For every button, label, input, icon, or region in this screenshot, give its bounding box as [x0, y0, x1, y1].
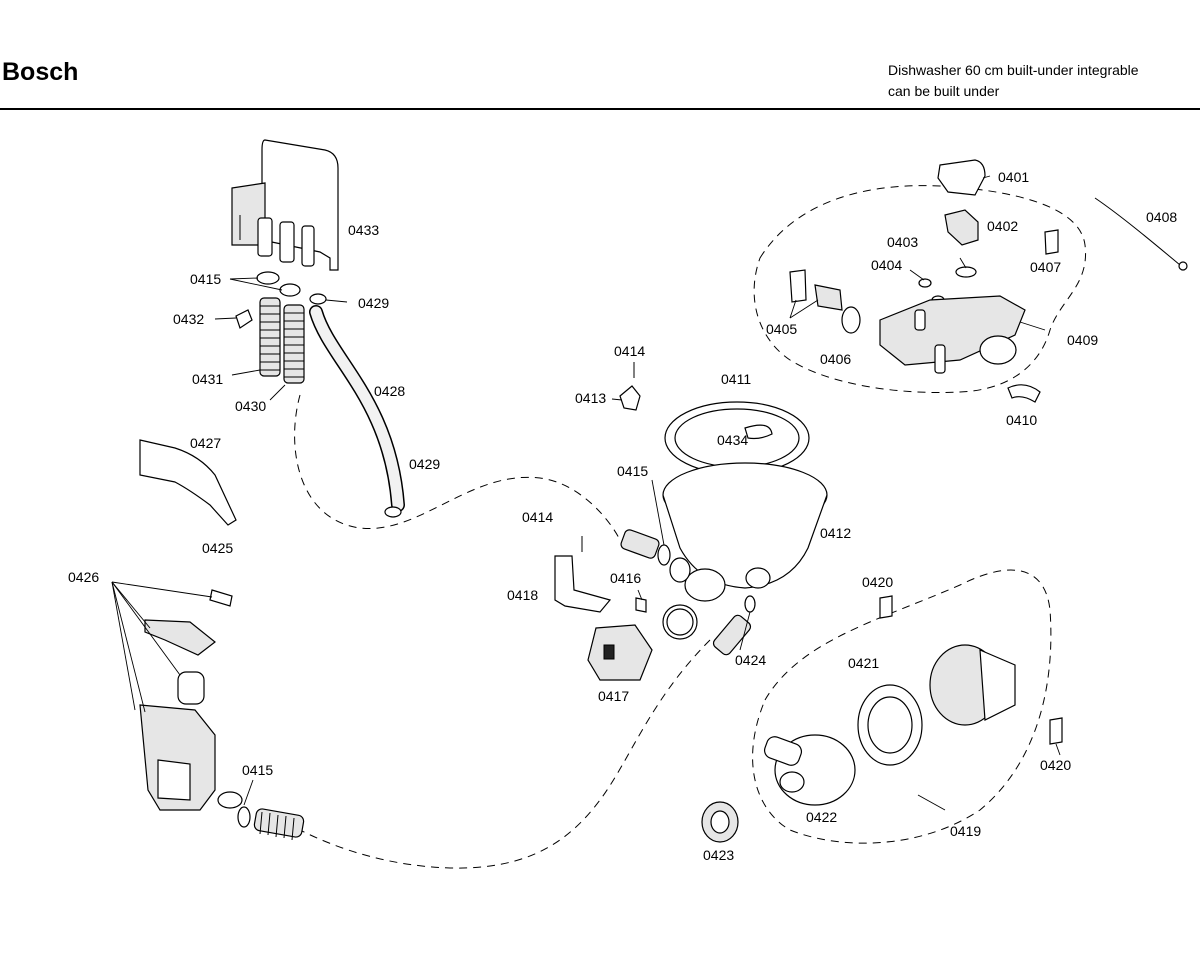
- label-0421: 0421: [848, 655, 879, 671]
- label-0402: 0402: [987, 218, 1018, 234]
- label-0416: 0416: [610, 570, 641, 586]
- subtitle-line-2: can be built under: [888, 83, 1000, 99]
- label-0414-b: 0414: [522, 509, 553, 525]
- label-0413: 0413: [575, 390, 606, 406]
- part-labels: 0401 0402 0403 0404 0405 0406 0407 0408 …: [68, 169, 1177, 863]
- part-0424-seal: [744, 595, 756, 613]
- part-hose-segment: [253, 808, 305, 841]
- part-0431-hose: [259, 297, 281, 377]
- part-0423-seal: [701, 801, 739, 843]
- label-0429-b: 0429: [409, 456, 440, 472]
- label-0420-b: 0420: [1040, 757, 1071, 773]
- label-0411: 0411: [721, 371, 751, 387]
- label-0404: 0404: [871, 257, 902, 273]
- part-0417-heater-pump: [587, 624, 653, 681]
- part-0424-hose: [712, 614, 752, 656]
- part-0413-bracket: [619, 385, 641, 411]
- label-0403: 0403: [887, 234, 918, 250]
- label-0401: 0401: [998, 169, 1029, 185]
- label-0409: 0409: [1067, 332, 1098, 348]
- label-0428: 0428: [374, 383, 405, 399]
- assembly-outline-0409: [753, 185, 1087, 393]
- brand-title: Bosch: [2, 58, 79, 86]
- part-0410-clamp: [1007, 384, 1041, 403]
- part-0415-hose-connector: [620, 529, 660, 559]
- part-0415-seal-d: [657, 544, 671, 566]
- part-0407-clip: [1044, 229, 1059, 255]
- part-0433-distributor: [231, 139, 339, 271]
- part-0430-hose: [283, 304, 305, 384]
- part-0402-sensor: [944, 209, 979, 246]
- label-0405: 0405: [766, 321, 797, 337]
- part-0415-seal-a: [256, 271, 280, 285]
- part-0415-seal-b: [279, 283, 301, 297]
- label-0419: 0419: [950, 823, 981, 839]
- label-0420-a: 0420: [862, 574, 893, 590]
- part-0429-clamp-b: [384, 506, 402, 518]
- part-0401-cap: [937, 159, 986, 196]
- label-0407: 0407: [1030, 259, 1061, 275]
- label-0426: 0426: [68, 569, 99, 585]
- part-0426-valve-block: [139, 704, 243, 811]
- label-0429-a: 0429: [358, 295, 389, 311]
- part-0432-clip: [235, 309, 253, 329]
- part-0426-bracket: [144, 619, 216, 656]
- leader-lines: [111, 175, 1061, 811]
- label-0423: 0423: [703, 847, 734, 863]
- label-0431: 0431: [192, 371, 223, 387]
- hose-route-main: [294, 394, 621, 541]
- diagram-subtitle: Dishwasher 60 cm built-under integrable …: [888, 60, 1139, 102]
- part-0404-seal-a: [918, 278, 932, 288]
- label-0418: 0418: [507, 587, 538, 603]
- part-0426-plug: [177, 671, 205, 705]
- part-0418-holder: [554, 555, 612, 613]
- label-0427: 0427: [190, 435, 221, 451]
- assembly-outline-0419: [752, 569, 1052, 844]
- part-0411-filter-ring: [664, 401, 810, 475]
- header-divider: [0, 108, 1200, 110]
- part-0429-clamp-a: [309, 293, 327, 305]
- label-0432: 0432: [173, 311, 204, 327]
- part-0425-clip: [209, 589, 233, 607]
- label-0422: 0422: [806, 809, 837, 825]
- label-0417: 0417: [598, 688, 629, 704]
- part-0420-clip-a: [879, 595, 893, 619]
- label-0415-a: 0415: [190, 271, 221, 287]
- part-0416-clip: [635, 597, 647, 613]
- part-0409-manifold: [879, 295, 1026, 374]
- part-0403-seal: [955, 266, 977, 278]
- label-0410: 0410: [1006, 412, 1037, 428]
- part-0427-cover: [139, 439, 237, 526]
- subtitle-line-1: Dishwasher 60 cm built-under integrable: [888, 62, 1139, 78]
- part-0415-seal-c: [237, 806, 251, 828]
- label-0415-c: 0415: [242, 762, 273, 778]
- label-0425: 0425: [202, 540, 233, 556]
- hose-route-sump: [299, 639, 711, 869]
- part-0408-cable: [1094, 197, 1181, 266]
- part-0434-flap: [744, 424, 773, 440]
- label-0430: 0430: [235, 398, 266, 414]
- label-0415-b: 0415: [617, 463, 648, 479]
- label-0408: 0408: [1146, 209, 1177, 225]
- part-0412-sump: [662, 462, 828, 602]
- label-0424: 0424: [735, 652, 766, 668]
- label-0433: 0433: [348, 222, 379, 238]
- label-0406: 0406: [820, 351, 851, 367]
- part-0405-valve: [789, 269, 843, 311]
- label-0414-a: 0414: [614, 343, 645, 359]
- part-0422-pump-housing: [763, 734, 856, 806]
- part-0406-seal: [841, 306, 861, 334]
- part-0420-clip-b: [1049, 717, 1063, 745]
- part-motor: [929, 644, 1016, 726]
- label-0412: 0412: [820, 525, 851, 541]
- part-0421-pump-cover: [857, 684, 923, 766]
- label-0434: 0434: [717, 432, 748, 448]
